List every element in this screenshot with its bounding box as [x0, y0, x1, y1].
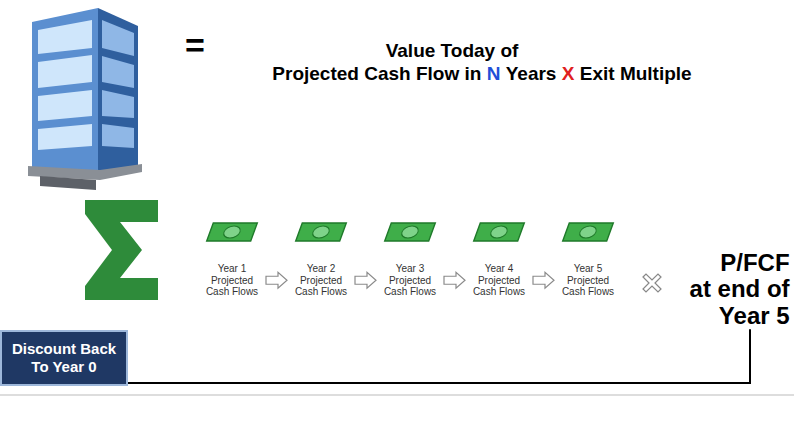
cash-flow-step: Year 4 Projected Cash Flows — [469, 263, 529, 298]
node-text: Year 2 Projected Cash Flows — [291, 263, 351, 298]
money-bills — [207, 223, 614, 241]
text-row: Value Today of — [302, 40, 602, 62]
flow-arrow — [355, 272, 376, 288]
exit-multiple-text: P/FCF at end of Year 5 — [684, 250, 790, 329]
cash-flow-step: Year 5 Projected Cash Flows — [558, 263, 618, 298]
multiply-symbol — [643, 274, 661, 292]
building-front — [32, 8, 98, 172]
text-row: = — [180, 26, 210, 65]
building-side — [98, 8, 138, 172]
node-text: Year 4 Projected Cash Flows — [469, 263, 529, 298]
cash-flow-step: Year 2 Projected Cash Flows — [291, 263, 351, 298]
separator-rule — [0, 395, 794, 396]
text-row: Projected Cash Flow in NYearsXExit Multip… — [182, 63, 782, 85]
discount-box: Discount Back To Year 0 — [0, 330, 128, 386]
equals-sign: = — [185, 26, 205, 65]
money-bill — [207, 223, 258, 241]
sum-symbol — [85, 200, 158, 300]
flow-arrow — [533, 272, 554, 288]
formula-text: N — [487, 63, 501, 85]
formula-text: Years — [506, 63, 557, 85]
flow-arrow — [266, 272, 287, 288]
discount-line — [128, 329, 750, 383]
formula-text: Projected Cash Flow in — [272, 63, 481, 85]
money-bill — [296, 223, 347, 241]
node-text: Discount Back To Year 0 — [7, 340, 121, 376]
office-building — [28, 8, 142, 190]
node-text: P/FCF at end of Year 5 — [684, 250, 790, 329]
flow-arrow — [444, 272, 465, 288]
building-side-windows — [102, 20, 134, 148]
building-entrance — [40, 176, 96, 190]
formula-text: Exit Multiple — [580, 63, 692, 85]
formula-text: X — [562, 63, 575, 85]
building-windows — [38, 20, 92, 150]
cash-flow-step: Year 1 Projected Cash Flows — [202, 263, 262, 298]
node-text: Year 1 Projected Cash Flows — [202, 263, 262, 298]
money-bill — [474, 223, 525, 241]
node-text: Year 3 Projected Cash Flows — [380, 263, 440, 298]
cash-flow-step: Year 3 Projected Cash Flows — [380, 263, 440, 298]
node-text: Year 5 Projected Cash Flows — [558, 263, 618, 298]
formula-text: Value Today of — [386, 40, 519, 62]
money-bill — [385, 223, 436, 241]
money-bill — [563, 223, 614, 241]
